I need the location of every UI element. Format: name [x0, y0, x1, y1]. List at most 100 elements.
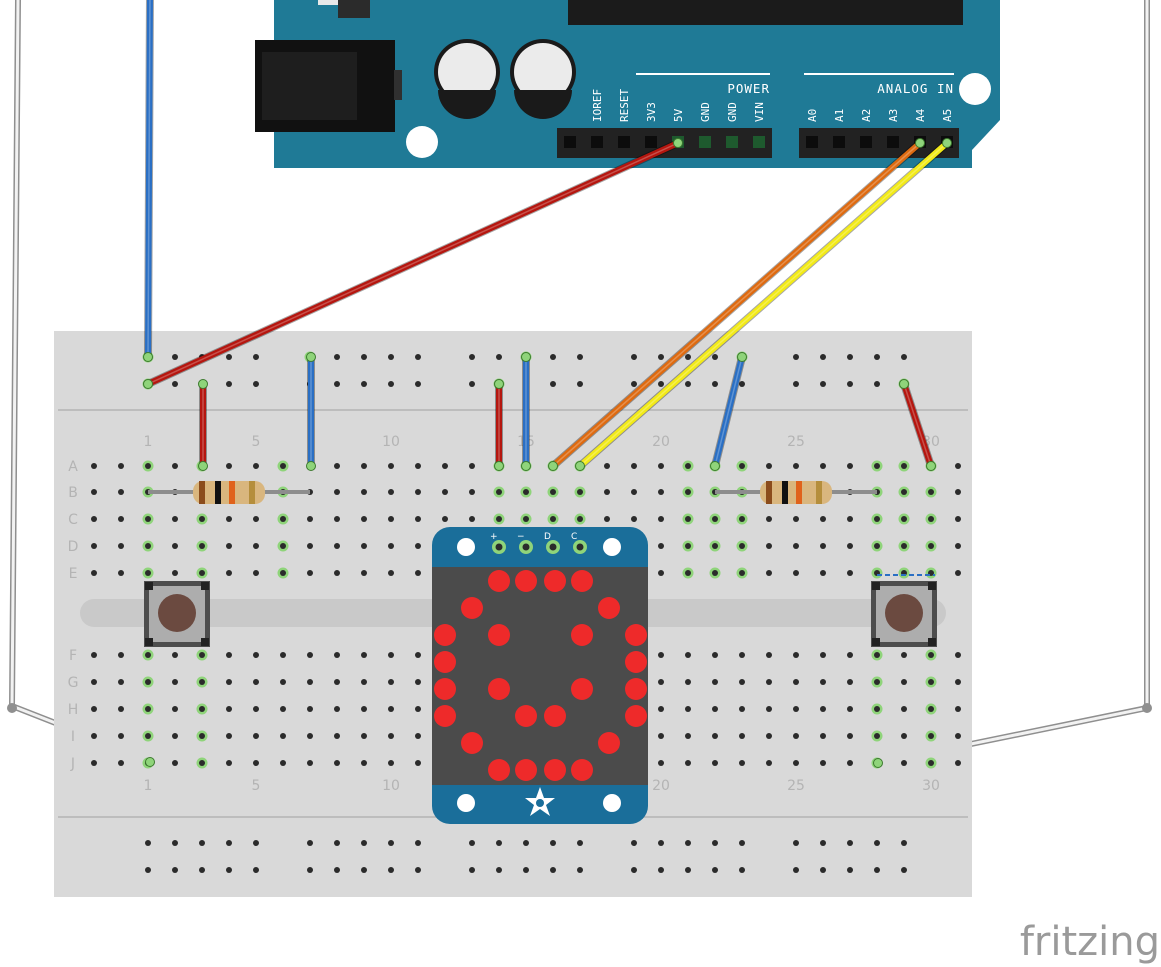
breadboard-hole [145, 543, 151, 549]
breadboard-hole [793, 463, 799, 469]
rail-hole [172, 354, 178, 360]
led-pixel [461, 597, 483, 619]
row-letter: C [68, 512, 78, 528]
breadboard-hole [469, 516, 475, 522]
breadboard-hole [793, 543, 799, 549]
breadboard-hole [280, 679, 286, 685]
breadboard-hole [226, 543, 232, 549]
breadboard-hole [253, 760, 259, 766]
breadboard-hole [658, 760, 664, 766]
rail-hole [172, 867, 178, 873]
breadboard-hole [307, 516, 313, 522]
rail-hole [415, 354, 421, 360]
analog-pin-label: A3 [887, 109, 900, 122]
analog-pin-label: A5 [941, 109, 954, 122]
wire-orange-a4 [549, 139, 924, 470]
breadboard-hole [820, 463, 826, 469]
breadboard-hole [766, 652, 772, 658]
rail-hole [739, 381, 745, 387]
column-number: 1 [144, 434, 153, 450]
breadboard-hole [739, 516, 745, 522]
wire-end [198, 379, 208, 389]
rail-hole [496, 840, 502, 846]
breadboard-hole [361, 652, 367, 658]
breadboard-hole [685, 679, 691, 685]
rail-hole [631, 840, 637, 846]
breadboard-hole [847, 516, 853, 522]
led-pixel [515, 705, 537, 727]
breadboard-hole [928, 679, 934, 685]
rail-hole [226, 381, 232, 387]
rail-hole [577, 381, 583, 387]
breadboard-hole [253, 516, 259, 522]
jumper-wires [143, 0, 952, 768]
breadboard-hole [901, 489, 907, 495]
breadboard-hole [928, 489, 934, 495]
breadboard-hole [199, 516, 205, 522]
rail-hole [847, 840, 853, 846]
led-pixel [625, 624, 647, 646]
breadboard-hole [361, 463, 367, 469]
rail-hole [253, 867, 259, 873]
breadboard-hole [361, 733, 367, 739]
breadboard-hole [118, 679, 124, 685]
breadboard-hole [199, 679, 205, 685]
breadboard-hole [199, 760, 205, 766]
breadboard-hole [280, 652, 286, 658]
breadboard-hole [928, 652, 934, 658]
breadboard-hole [91, 706, 97, 712]
breadboard-hole [253, 652, 259, 658]
breadboard-hole [739, 463, 745, 469]
breadboard-hole [388, 733, 394, 739]
wire-end [306, 352, 316, 362]
breadboard-hole [361, 516, 367, 522]
breadboard-hole [469, 463, 475, 469]
breadboard-hole [874, 733, 880, 739]
led-pixel [544, 570, 566, 592]
breadboard-hole [820, 679, 826, 685]
rail-hole [469, 840, 475, 846]
breadboard-hole [91, 679, 97, 685]
row-letter: I [71, 729, 75, 745]
breadboard-hole [361, 760, 367, 766]
breadboard-hole [415, 679, 421, 685]
breadboard-hole [415, 543, 421, 549]
breadboard-hole [658, 733, 664, 739]
breadboard-hole [712, 733, 718, 739]
breadboard-hole [766, 679, 772, 685]
rail-hole [820, 867, 826, 873]
rail-hole [874, 840, 880, 846]
rail-hole [874, 381, 880, 387]
breadboard-hole [334, 489, 340, 495]
breadboard-hole [712, 570, 718, 576]
rail-hole [820, 381, 826, 387]
breadboard-hole [442, 489, 448, 495]
row-letter: H [68, 702, 79, 718]
breadboard-hole [874, 516, 880, 522]
breadboard-hole [226, 516, 232, 522]
breadboard-hole [550, 489, 556, 495]
breadboard-hole [199, 543, 205, 549]
rail-hole [577, 354, 583, 360]
breadboard-hole [847, 652, 853, 658]
rail-hole [793, 867, 799, 873]
breadboard-hole [253, 679, 259, 685]
matrix-pin-label: − [517, 532, 525, 542]
mounting-hole [959, 73, 991, 105]
rail-hole [253, 840, 259, 846]
breadboard-hole [91, 543, 97, 549]
breadboard-hole [118, 463, 124, 469]
breadboard-hole [307, 760, 313, 766]
breadboard-hole [847, 733, 853, 739]
rail-hole [712, 354, 718, 360]
wire-red-5v [144, 139, 682, 388]
header-pin [806, 136, 818, 148]
breadboard-hole [847, 760, 853, 766]
header-pin [645, 136, 657, 148]
led-pixel [488, 570, 510, 592]
matrix-pin-label: C [571, 532, 577, 542]
led-pixel [488, 624, 510, 646]
breadboard-hole [955, 733, 961, 739]
column-number: 10 [382, 434, 400, 450]
breadboard-hole [280, 463, 286, 469]
